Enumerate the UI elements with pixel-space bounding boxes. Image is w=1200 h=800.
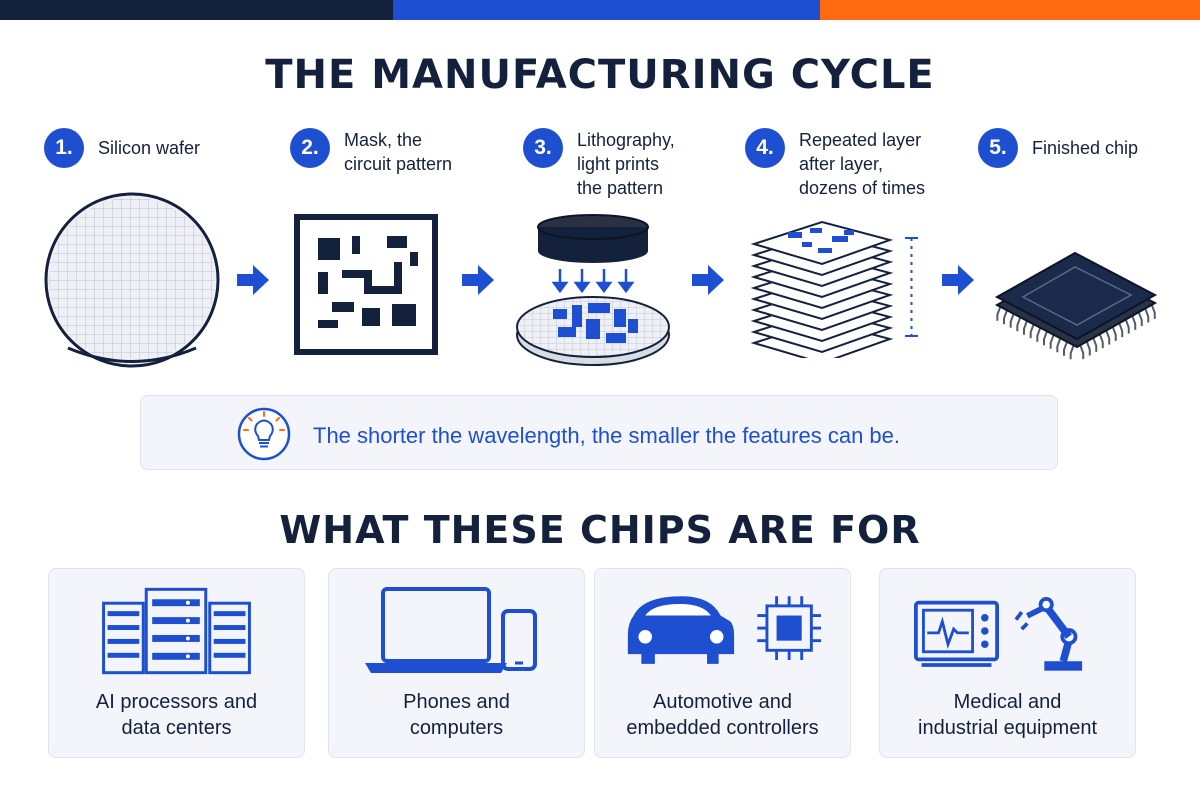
page-title: THE MANUFACTURING CYCLE (265, 52, 935, 98)
monitor-robot-arm-icon (914, 597, 1083, 671)
layer-pattern (788, 228, 854, 253)
use-card-phones: Phones and computers (328, 568, 585, 758)
step-label-line: the pattern (577, 178, 664, 198)
step-number: 3. (523, 128, 563, 168)
use-card-label-line: computers (409, 717, 504, 739)
use-card-label: Medical and industrial equipment (880, 689, 1135, 741)
top-bar-orange-segment (820, 0, 1200, 20)
step-label-line: circuit pattern (344, 154, 453, 174)
use-card-label-line: data centers (121, 717, 232, 739)
use-card-label-line: Automotive and (653, 691, 792, 713)
tip-callout: The shorter the wavelength, the smaller … (140, 395, 1058, 470)
step-label-line: Lithography, (577, 130, 675, 150)
step-label: Repeated layer after layer, dozens of ti… (799, 128, 969, 200)
layer-stack-icon (750, 220, 918, 358)
step-number: 1. (44, 128, 84, 168)
use-card-label-line: Medical and (953, 691, 1062, 713)
use-card-label: Automotive and embedded controllers (595, 689, 850, 741)
top-bar-blue-segment (393, 0, 820, 20)
step-label-line: Mask, the (344, 130, 423, 150)
server-rack-icon (102, 587, 251, 675)
layer-sheet (750, 220, 894, 266)
step-label-line: dozens of times (799, 178, 926, 198)
silicon-wafer-icon (44, 192, 220, 368)
step-label: Silicon wafer (98, 128, 268, 160)
step-number: 4. (745, 128, 785, 168)
arrow-right-icon (237, 265, 269, 295)
use-card-label-line: AI processors and (95, 691, 258, 713)
step-1: 1. Silicon wafer (44, 128, 268, 168)
top-bar-navy-segment (0, 0, 393, 20)
use-card-label: Phones and computers (329, 689, 584, 741)
arrow-right-icon (462, 265, 494, 295)
use-card-medical: Medical and industrial equipment (879, 568, 1136, 758)
step-4: 4. Repeated layer after layer, dozens of… (745, 128, 969, 200)
use-card-ai: AI processors and data centers (48, 568, 305, 758)
step-number: 5. (978, 128, 1018, 168)
step-label-line: Repeated layer (799, 130, 922, 150)
lightbulb-icon (237, 407, 291, 461)
step-label-line: light prints (577, 154, 660, 174)
use-card-label-line: Phones and (403, 691, 510, 713)
step-5: 5. Finished chip (978, 128, 1200, 168)
finished-chip-icon (994, 251, 1158, 360)
lithography-icon (516, 214, 670, 366)
arrow-right-icon (692, 265, 724, 295)
photomask-icon (294, 214, 438, 355)
car-chip-icon (627, 596, 822, 664)
step-2: 2. Mask, the circuit pattern (290, 128, 514, 176)
section-title: WHAT THESE CHIPS ARE FOR (279, 508, 921, 552)
top-color-bar (0, 0, 1200, 20)
use-card-automotive: Automotive and embedded controllers (594, 568, 851, 758)
step-label: Lithography, light prints the pattern (577, 128, 747, 200)
arrow-right-icon (942, 265, 974, 295)
tip-text: The shorter the wavelength, the smaller … (313, 423, 900, 448)
step-label-line: after layer, (799, 154, 884, 174)
step-label-line: Silicon wafer (98, 138, 201, 158)
laptop-phone-icon (365, 587, 537, 673)
step-label: Mask, the circuit pattern (344, 128, 514, 176)
step-3: 3. Lithography, light prints the pattern (523, 128, 747, 200)
step-label-line: Finished chip (1032, 138, 1139, 158)
use-card-label-line: industrial equipment (918, 717, 1097, 739)
step-number: 2. (290, 128, 330, 168)
use-card-label-line: embedded controllers (626, 717, 819, 739)
step-label: Finished chip (1032, 128, 1200, 160)
use-card-label: AI processors and data centers (49, 689, 304, 741)
